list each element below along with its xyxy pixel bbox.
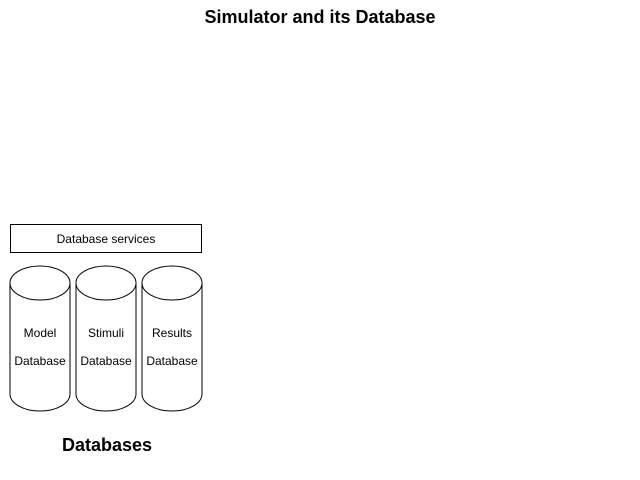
database-services-box: Database services [10, 224, 202, 253]
database-name: Stimuli [87, 326, 124, 340]
model-database-cylinder: Model Database [9, 265, 71, 412]
database-word: Database [14, 354, 66, 368]
database-word: Database [80, 354, 132, 368]
database-name: Model [23, 326, 57, 340]
page-title: Simulator and its Database [204, 7, 436, 27]
cylinder-shape [9, 265, 71, 412]
database-services-label: Database services [56, 231, 156, 246]
database-name: Results [151, 326, 192, 340]
stimuli-database-cylinder: Stimuli Database [75, 265, 137, 412]
cylinder-shape [75, 265, 137, 412]
cylinder-shape [141, 265, 203, 412]
databases-caption: Databases [61, 435, 153, 455]
database-word: Database [146, 354, 198, 368]
results-database-cylinder: Results Database [141, 265, 203, 412]
